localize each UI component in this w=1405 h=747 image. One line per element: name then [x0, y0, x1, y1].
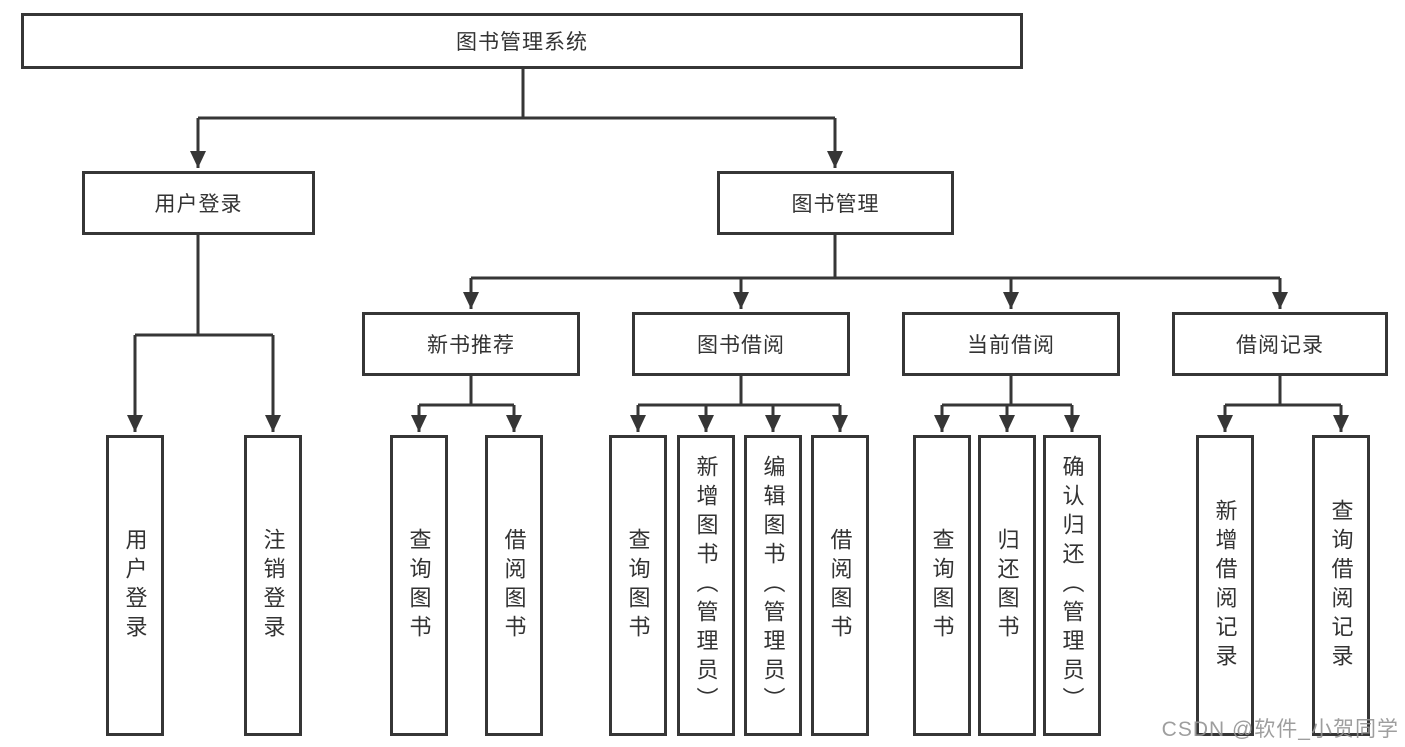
leaf-user-login: 用户登录: [106, 435, 164, 736]
leaf-query-books-borrowing: 查询图书: [609, 435, 667, 736]
leaf-query-borrow-record: 查询借阅记录: [1312, 435, 1370, 736]
leaf-add-books-admin: 新增图书（管理员）: [677, 435, 735, 736]
node-current-borrowing: 当前借阅: [902, 312, 1120, 376]
node-book-management: 图书管理: [717, 171, 954, 235]
leaf-add-borrow-record: 新增借阅记录: [1196, 435, 1254, 736]
leaf-confirm-return-admin: 确认归还（管理员）: [1043, 435, 1101, 736]
leaf-query-books-recommend: 查询图书: [390, 435, 448, 736]
node-root-library-system: 图书管理系统: [21, 13, 1023, 69]
node-new-book-recommend: 新书推荐: [362, 312, 580, 376]
node-user-login: 用户登录: [82, 171, 315, 235]
leaf-borrow-books-recommend: 借阅图书: [485, 435, 543, 736]
leaf-return-books: 归还图书: [978, 435, 1036, 736]
node-borrowing-records: 借阅记录: [1172, 312, 1388, 376]
leaf-edit-books-admin: 编辑图书（管理员）: [744, 435, 802, 736]
csdn-watermark: CSDN @软件_小贺同学: [1161, 718, 1399, 741]
node-book-borrowing: 图书借阅: [632, 312, 850, 376]
leaf-logout: 注销登录: [244, 435, 302, 736]
leaf-query-books-current: 查询图书: [913, 435, 971, 736]
leaf-borrow-books: 借阅图书: [811, 435, 869, 736]
